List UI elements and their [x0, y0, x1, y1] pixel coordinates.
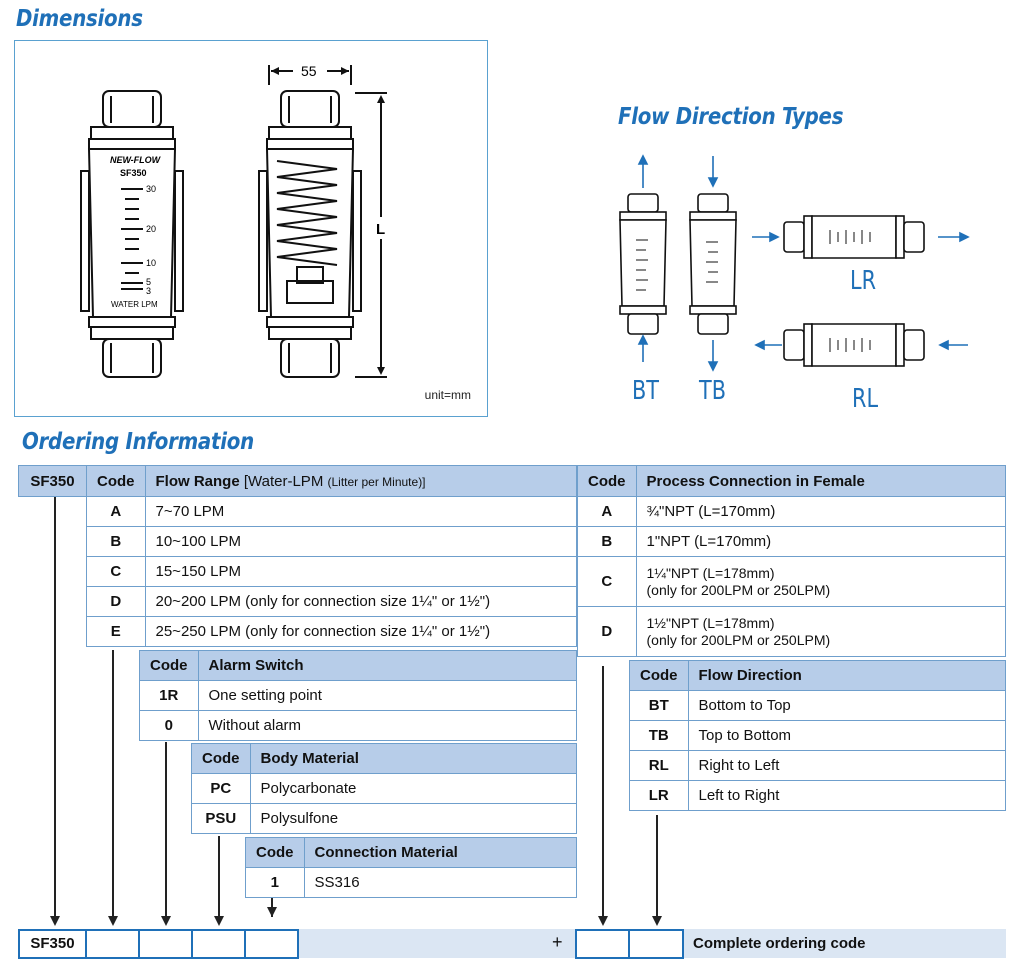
direction-code: LR: [629, 780, 689, 811]
flow-direction-illustrations: [619, 154, 970, 372]
process-desc: ¾"NPT (L=170mm): [635, 496, 1006, 527]
process-code-header: Code: [577, 465, 637, 497]
flow-desc: 7~70 LPM: [144, 496, 577, 527]
dimensions-heading: Dimensions: [16, 6, 143, 32]
scale-mark: 20: [146, 224, 156, 234]
connector-line: [54, 497, 56, 917]
plus-sign: +: [552, 932, 563, 952]
process-desc: 1"NPT (L=170mm): [635, 526, 1006, 557]
ordering-alarm-box[interactable]: [138, 929, 193, 959]
direction-desc: Right to Left: [687, 750, 1006, 781]
direction-desc: Top to Bottom: [687, 720, 1006, 751]
ordering-connection-material-box[interactable]: [244, 929, 299, 959]
connector-line: [602, 666, 604, 917]
flow-desc: 15~150 LPM: [144, 556, 577, 587]
dimensions-panel: NEW-FLOW SF350 30 20 10 5 3 WATER LPM 55…: [14, 40, 488, 417]
alarm-desc: Without alarm: [197, 710, 577, 741]
alarm-title-header: Alarm Switch: [197, 650, 577, 681]
model-text: SF350: [120, 168, 147, 178]
complete-ordering-code-label: Complete ordering code: [693, 935, 866, 952]
body-code: PC: [191, 773, 251, 804]
flow-code: B: [86, 526, 146, 557]
alarm-code: 1R: [139, 680, 199, 711]
alarm-desc: One setting point: [197, 680, 577, 711]
scale-mark: 5: [146, 277, 151, 287]
ordering-body-box[interactable]: [191, 929, 246, 959]
direction-desc: Bottom to Top: [687, 690, 1006, 721]
body-desc: Polycarbonate: [249, 773, 577, 804]
flow-range-table: SF350 Code Flow Range [Water-LPM (Litter…: [18, 465, 577, 647]
connection-code-header: Code: [245, 837, 305, 868]
down-arrow-icon: [267, 907, 277, 917]
alarm-code: 0: [139, 710, 199, 741]
direction-code: TB: [629, 720, 689, 751]
direction-desc: Left to Right: [687, 780, 1006, 811]
process-title-header: Process Connection in Female: [635, 465, 1006, 497]
connector-line: [112, 650, 114, 917]
flow-direction-heading: Flow Direction Types: [618, 104, 844, 130]
down-arrow-icon: [161, 916, 171, 926]
flowmeter-dimension-drawing: NEW-FLOW SF350 30 20 10 5 3 WATER LPM 55…: [80, 63, 387, 378]
alarm-code-header: Code: [139, 650, 199, 681]
down-arrow-icon: [214, 916, 224, 926]
down-arrow-icon: [652, 916, 662, 926]
scale-mark: 10: [146, 258, 156, 268]
flow-range-header: Flow Range [Water-LPM (Litter per Minute…: [144, 465, 577, 497]
flow-desc: 20~200 LPM (only for connection size 1¼"…: [144, 586, 577, 617]
flow-code: E: [86, 616, 146, 647]
scale-mark: 30: [146, 184, 156, 194]
connection-title-header: Connection Material: [303, 837, 577, 868]
flow-label-bt: BT: [632, 376, 659, 406]
flow-label-lr: LR: [850, 266, 877, 296]
flow-code: D: [86, 586, 146, 617]
flow-label-tb: TB: [699, 376, 726, 406]
connection-code: 1: [245, 867, 305, 898]
flow-code: A: [86, 496, 146, 527]
unit-note: unit=mm: [424, 388, 471, 402]
ordering-heading: Ordering Information: [22, 429, 254, 455]
model-header: SF350: [18, 465, 87, 497]
process-code: B: [577, 526, 637, 557]
ordering-flow-range-box[interactable]: [85, 929, 140, 959]
ordering-process-connection-box[interactable]: [575, 929, 630, 959]
length-dimension-label: L: [376, 221, 385, 238]
body-title-header: Body Material: [249, 743, 577, 774]
process-code: C: [577, 556, 637, 607]
code-header: Code: [86, 465, 146, 497]
ordering-model-box: SF350: [18, 929, 87, 959]
brand-text: NEW-FLOW: [110, 155, 162, 165]
direction-code: RL: [629, 750, 689, 781]
process-code: D: [577, 606, 637, 657]
direction-code: BT: [629, 690, 689, 721]
down-arrow-icon: [108, 916, 118, 926]
body-desc: Polysulfone: [249, 803, 577, 834]
process-desc: 1½"NPT (L=178mm)(only for 200LPM or 250L…: [635, 606, 1006, 657]
ordering-flow-direction-box[interactable]: [628, 929, 684, 959]
connector-line: [218, 836, 220, 917]
width-dimension-label: 55: [301, 63, 317, 79]
connector-line: [165, 742, 167, 917]
connector-line: [656, 815, 658, 917]
body-code-header: Code: [191, 743, 251, 774]
flow-desc: 10~100 LPM: [144, 526, 577, 557]
direction-title-header: Flow Direction: [687, 660, 1006, 691]
down-arrow-icon: [50, 916, 60, 926]
scale-unit-text: WATER LPM: [111, 300, 158, 309]
process-desc: 1¼"NPT (L=178mm)(only for 200LPM or 250L…: [635, 556, 1006, 607]
body-code: PSU: [191, 803, 251, 834]
flow-desc: 25~250 LPM (only for connection size 1¼"…: [144, 616, 577, 647]
flow-code: C: [86, 556, 146, 587]
flow-label-rl: RL: [852, 384, 879, 414]
connection-desc: SS316: [303, 867, 577, 898]
direction-code-header: Code: [629, 660, 689, 691]
process-code: A: [577, 496, 637, 527]
scale-mark: 3: [146, 286, 151, 296]
down-arrow-icon: [598, 916, 608, 926]
